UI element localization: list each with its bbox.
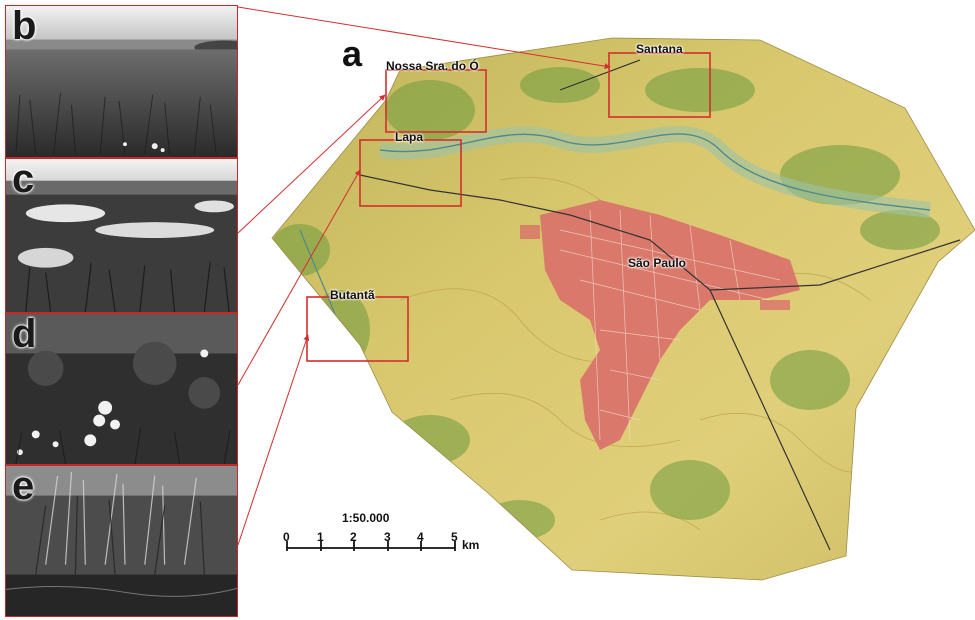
panel-letter-e: e: [12, 465, 35, 508]
scale-tick-2: 2: [350, 530, 357, 544]
photo-panel-d: d: [5, 313, 238, 465]
box-nossa-sra-do-o: [385, 69, 487, 133]
photo-panel-b: b: [5, 5, 238, 158]
label-nossa-sra-do-o: Nossa Sra. do Ó: [386, 59, 479, 73]
panel-letter-c: c: [12, 158, 35, 201]
scale-tick-0: 0: [283, 530, 290, 544]
panel-letter-d: d: [12, 313, 37, 356]
panel-letter-b: b: [12, 5, 37, 48]
street-grid: [559, 209, 781, 441]
scale-bar: [286, 541, 456, 551]
railway-lines: [359, 59, 961, 551]
highlight-boxes: [306, 52, 711, 362]
box-butanta: [306, 296, 409, 362]
vegetation-areas: [272, 67, 940, 540]
photo-panel-e: e: [5, 465, 238, 617]
scale-tick-5: 5: [451, 530, 458, 544]
label-sao-paulo: São Paulo: [628, 256, 687, 270]
callout-lines: [237, 6, 611, 546]
connector-d-lapa: [237, 169, 361, 386]
label-lapa: Lapa: [395, 130, 424, 144]
connector-c-nossa-sra: [237, 94, 386, 234]
box-santana: [608, 52, 711, 118]
connector-b-santana: [237, 6, 611, 70]
label-butanta: Butantã: [330, 288, 375, 302]
tiete-river: [379, 133, 931, 211]
scale-unit: km: [462, 538, 480, 552]
riverbank-grass-photo: [6, 466, 237, 616]
label-santana: Santana: [636, 42, 683, 56]
scale-tick-4: 4: [417, 530, 424, 544]
grassland-photo: [6, 6, 237, 157]
urban-area: [520, 200, 800, 450]
photo-panel-c: c: [5, 158, 238, 313]
panel-letter-a: a: [342, 33, 363, 74]
box-lapa: [359, 139, 462, 207]
wetland-pond-photo: [6, 159, 237, 312]
scale-tick-1: 1: [317, 530, 324, 544]
map-sheet: [271, 37, 975, 581]
connector-e-butanta: [237, 334, 310, 546]
scale-ratio: 1:50.000: [342, 511, 390, 525]
flowering-marsh-photo: [6, 314, 237, 464]
scale-tick-3: 3: [384, 530, 391, 544]
